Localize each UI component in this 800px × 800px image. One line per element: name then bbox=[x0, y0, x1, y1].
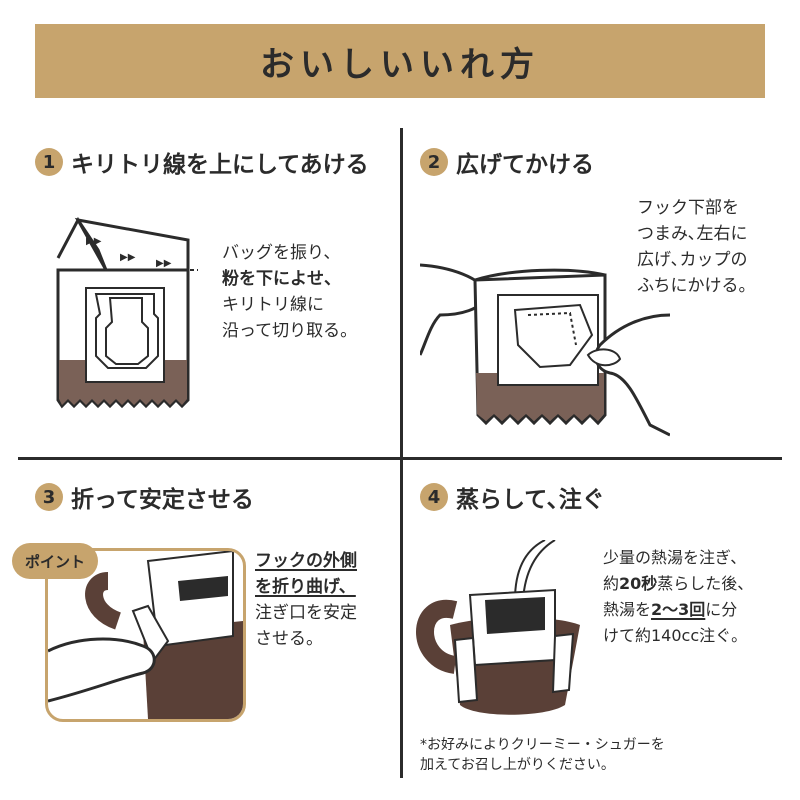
svg-text:▶▶: ▶▶ bbox=[120, 252, 136, 263]
footnote: *お好みによりクリーミー・シュガーを 加えてお召し上がりください。 bbox=[420, 737, 665, 773]
page-title: おいしいいれ方 bbox=[260, 44, 540, 85]
step-1-header: 1 キリトリ線を上にしてあける bbox=[35, 145, 369, 179]
right-hook-shape bbox=[551, 632, 575, 694]
pour-illustration bbox=[416, 540, 580, 715]
step-2-title: 広げてかける bbox=[456, 152, 594, 178]
vertical-divider bbox=[400, 128, 403, 778]
step-3-header: 3 折って安定させる bbox=[35, 480, 254, 514]
right-hand-shape bbox=[594, 313, 670, 437]
horizontal-divider bbox=[18, 457, 782, 460]
step-4-number: 4 bbox=[420, 483, 448, 511]
hand-shape bbox=[48, 637, 156, 703]
coffee-grounds-shape bbox=[485, 597, 545, 634]
step-3-number: 3 bbox=[35, 483, 63, 511]
point-badge: ポイント bbox=[12, 543, 98, 579]
step-1-description: バッグを振り、 粉を下によせ、 キリトリ線に 沿って切り取る。 bbox=[222, 243, 358, 341]
step-4-description: 少量の熱湯を注ぎ、 約20秒蒸らした後、 熱湯を2～3回に分 けて約140cc注… bbox=[603, 548, 754, 645]
step-1-number: 1 bbox=[35, 148, 63, 176]
bag-tearing-illustration: ▶▶ ▶▶ ▶▶ bbox=[56, 216, 198, 409]
fold-hook-illustration bbox=[48, 551, 243, 719]
arrow-marks-icon: ▶▶ bbox=[86, 236, 102, 247]
step-4-header: 4 蒸らして､注ぐ bbox=[420, 480, 605, 514]
step-1-title: キリトリ線を上にしてあける bbox=[71, 152, 369, 178]
coffee-grounds-shape bbox=[178, 576, 228, 601]
left-hook-shape bbox=[453, 636, 479, 704]
step-3-description: フックの外側 を折り曲げ、 注ぎ口を安定 させる。 bbox=[255, 551, 357, 649]
step-2-description: フック下部を つまみ､左右に 広げ､カップの ふちにかける。 bbox=[637, 198, 756, 296]
filter-hook-shape bbox=[513, 303, 594, 369]
thumb-shape bbox=[586, 348, 622, 367]
hook-spread-illustration bbox=[420, 263, 670, 437]
header-banner: おいしいいれ方 bbox=[35, 24, 765, 98]
svg-text:▶▶: ▶▶ bbox=[156, 258, 172, 269]
cup-handle bbox=[85, 572, 122, 630]
step-3-title: 折って安定させる bbox=[71, 487, 254, 513]
step-2-number: 2 bbox=[420, 148, 448, 176]
step-2-header: 2 広げてかける bbox=[420, 145, 594, 179]
folded-hook-shape bbox=[131, 604, 170, 664]
cup-handle bbox=[416, 599, 458, 674]
step-4-title: 蒸らして､注ぐ bbox=[456, 487, 605, 513]
bag-top-strip bbox=[74, 217, 190, 272]
